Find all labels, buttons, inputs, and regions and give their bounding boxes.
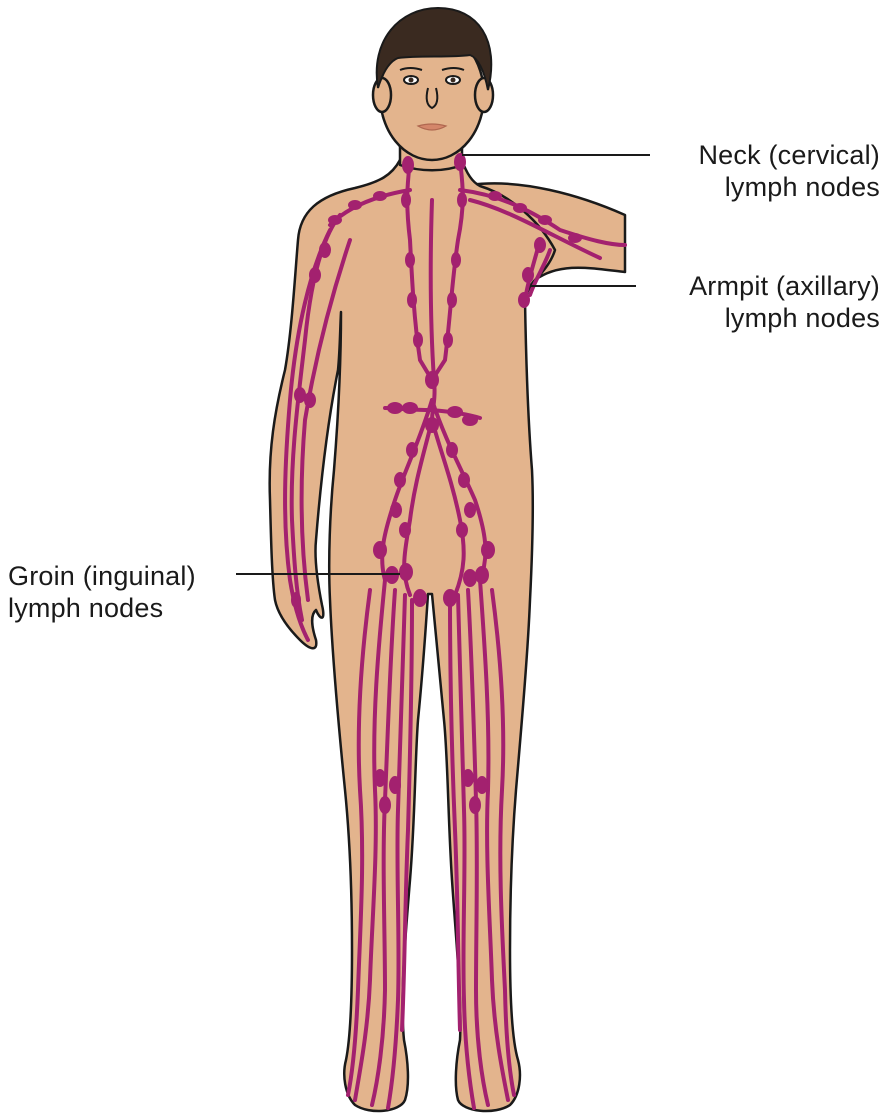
groin-label-line2: lymph nodes xyxy=(8,592,196,624)
groin-lymph-nodes-label: Groin (inguinal) lymph nodes xyxy=(8,560,196,624)
groin-label-line1: Groin (inguinal) xyxy=(8,560,196,592)
body-silhouette xyxy=(270,30,625,1111)
armpit-lymph-nodes-label: Armpit (axillary) lymph nodes xyxy=(689,270,880,334)
armpit-label-line1: Armpit (axillary) xyxy=(689,270,880,302)
neck-label-line1: Neck (cervical) xyxy=(698,139,880,171)
armpit-label-line2: lymph nodes xyxy=(689,302,880,334)
neck-label-line2: lymph nodes xyxy=(698,171,880,203)
left-ear xyxy=(373,78,391,112)
neck-lymph-nodes-label: Neck (cervical) lymph nodes xyxy=(698,139,880,203)
